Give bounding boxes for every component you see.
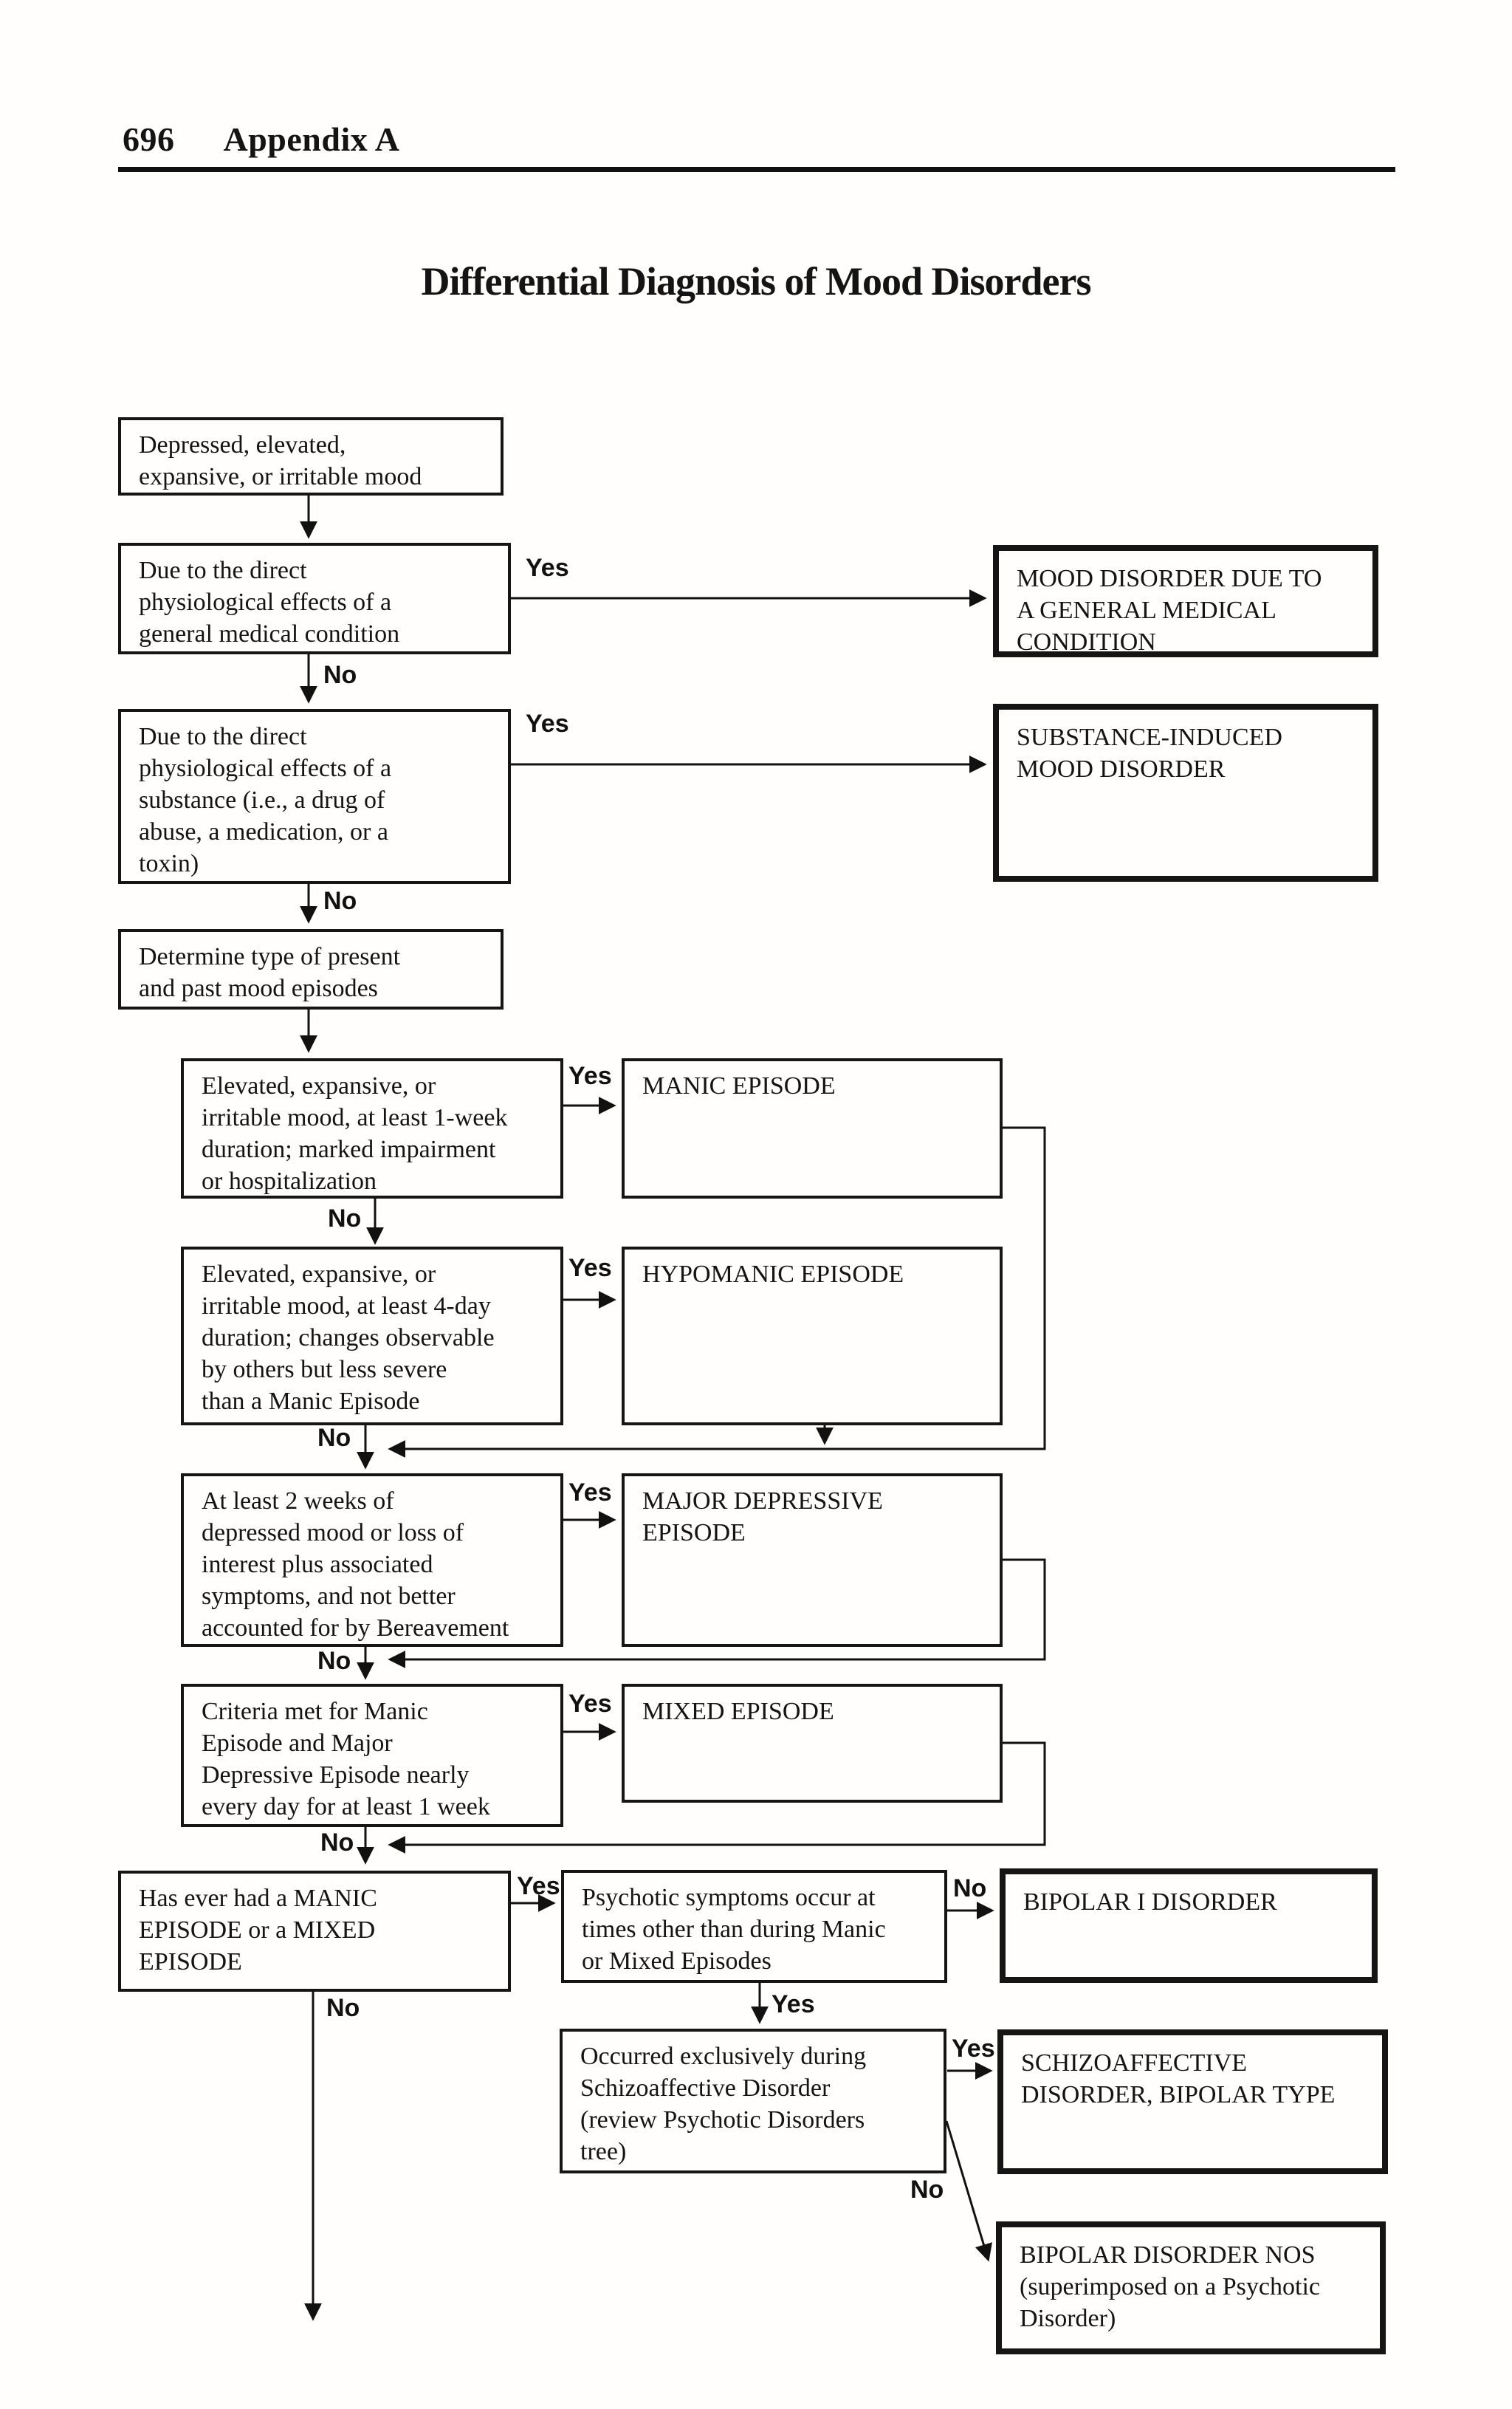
node-mixed-criteria: Criteria met for Manic Episode and Major… xyxy=(181,1684,563,1827)
page-header: 696 Appendix A xyxy=(123,120,399,159)
label-yes-substance: Yes xyxy=(526,710,569,738)
label-no-hypomanic: No xyxy=(317,1424,351,1452)
header-rule xyxy=(118,167,1395,172)
node-hypomanic-result: HYPOMANIC EPISODE xyxy=(622,1247,1003,1425)
label-yes-ever: Yes xyxy=(517,1872,560,1900)
section-title: Appendix A xyxy=(223,120,400,158)
label-yes-hypomanic: Yes xyxy=(568,1254,612,1282)
label-no-gmc: No xyxy=(323,661,357,689)
node-mde-criteria: At least 2 weeks of depressed mood or lo… xyxy=(181,1473,563,1647)
page-number: 696 xyxy=(123,120,175,158)
label-no-mde: No xyxy=(317,1647,351,1675)
node-gmc-result: MOOD DISORDER DUE TO A GENERAL MEDICAL C… xyxy=(993,545,1378,657)
label-no-psychotic: No xyxy=(953,1874,987,1902)
label-no-occurred: No xyxy=(910,2176,944,2204)
node-substance-result: SUBSTANCE-INDUCED MOOD DISORDER xyxy=(993,704,1378,882)
node-substance-criteria: Due to the direct physiological effects … xyxy=(118,709,511,884)
node-manic-result: MANIC EPISODE xyxy=(622,1058,1003,1199)
node-mixed-result: MIXED EPISODE xyxy=(622,1684,1003,1803)
node-gmc-criteria: Due to the direct physiological effects … xyxy=(118,543,511,654)
node-start: Depressed, elevated, expansive, or irrit… xyxy=(118,417,504,496)
label-no-ever: No xyxy=(326,1994,360,2022)
node-bipolar-nos-result: BIPOLAR DISORDER NOS (superimposed on a … xyxy=(996,2221,1386,2354)
label-yes-gmc: Yes xyxy=(526,554,569,582)
node-bipolar1-result: BIPOLAR I DISORDER xyxy=(1000,1868,1378,1983)
label-yes-mixed: Yes xyxy=(568,1690,612,1718)
label-yes-mde: Yes xyxy=(568,1478,612,1507)
node-hypomanic-criteria: Elevated, expansive, or irritable mood, … xyxy=(181,1247,563,1425)
node-manic-criteria: Elevated, expansive, or irritable mood, … xyxy=(181,1058,563,1199)
connector-occurred-no-diagonal xyxy=(945,2120,992,2262)
node-schizoaffective-result: SCHIZOAFFECTIVE DISORDER, BIPOLAR TYPE xyxy=(997,2029,1388,2174)
label-no-substance: No xyxy=(323,887,357,915)
label-no-mixed: No xyxy=(320,1829,354,1857)
label-yes-psychotic-down: Yes xyxy=(772,1990,815,2018)
node-mde-result: MAJOR DEPRESSIVE EPISODE xyxy=(622,1473,1003,1647)
label-yes-occurred: Yes xyxy=(952,2035,995,2063)
node-determine: Determine type of present and past mood … xyxy=(118,929,504,1010)
page-title: Differential Diagnosis of Mood Disorders xyxy=(421,259,1092,304)
node-psychotic: Psychotic symptoms occur at times other … xyxy=(561,1870,947,1983)
label-yes-manic: Yes xyxy=(568,1062,612,1090)
label-no-manic: No xyxy=(328,1204,362,1233)
node-occurred-exclusively: Occurred exclusively during Schizoaffect… xyxy=(560,2029,946,2173)
node-ever-manic: Has ever had a MANIC EPISODE or a MIXED … xyxy=(118,1871,511,1992)
